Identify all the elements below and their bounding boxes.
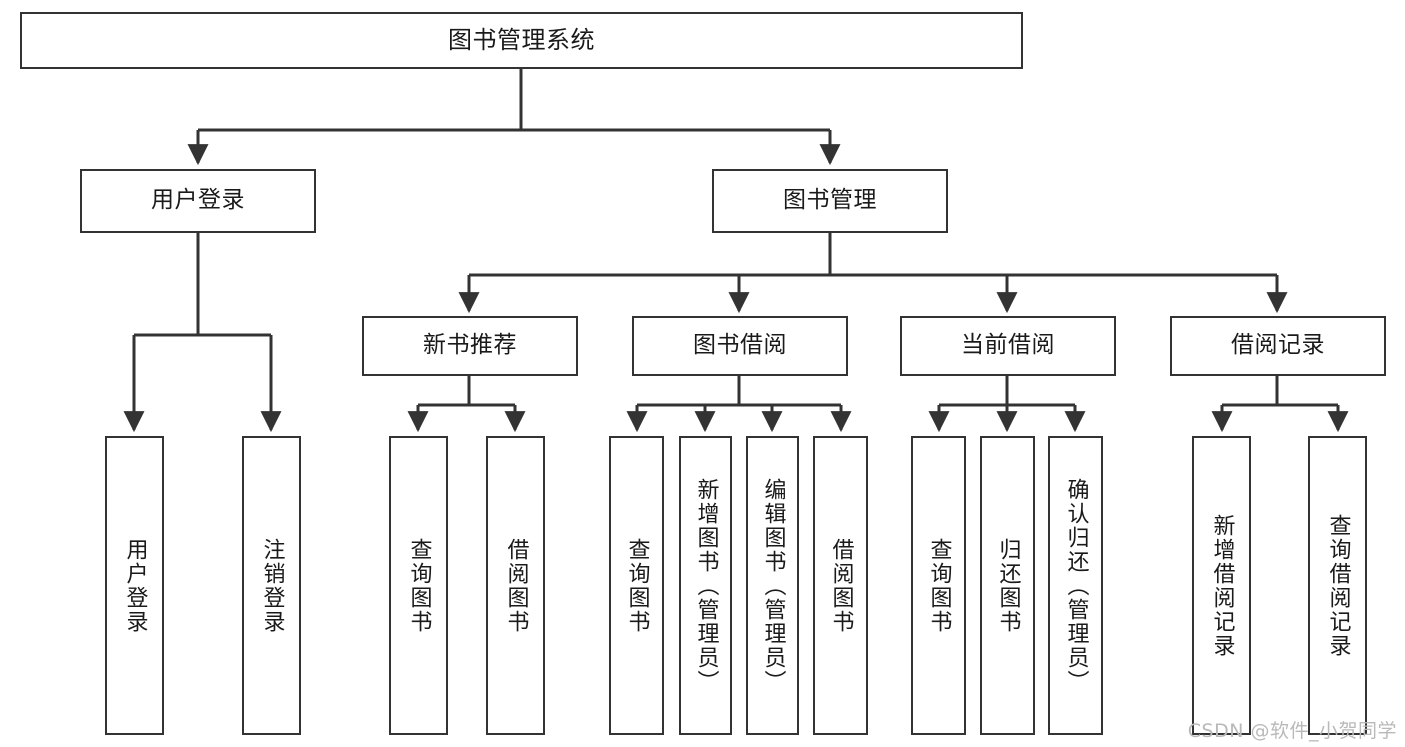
node-new-book-recommend[interactable]: 新书推荐 (362, 316, 578, 376)
node-leaf-user-login[interactable]: 用户登录 (105, 436, 164, 735)
node-leaf-query-book-1-label: 查询图书 (406, 537, 432, 634)
node-book-manage[interactable]: 图书管理 (712, 169, 948, 233)
node-leaf-confirm-return[interactable]: 确认归还（管理员） (1048, 436, 1103, 735)
node-borrow-record-label: 借阅记录 (1231, 332, 1325, 359)
node-leaf-add-record-label: 新增借阅记录 (1209, 513, 1235, 658)
node-leaf-borrow-book-2[interactable]: 借阅图书 (813, 436, 868, 735)
node-leaf-confirm-return-label: 确认归还（管理员） (1063, 477, 1089, 694)
node-leaf-query-book-1[interactable]: 查询图书 (389, 436, 448, 735)
node-leaf-borrow-book-2-label: 借阅图书 (828, 537, 854, 634)
node-new-book-recommend-label: 新书推荐 (423, 332, 517, 359)
node-leaf-return-book[interactable]: 归还图书 (980, 436, 1035, 735)
node-leaf-user-login-label: 用户登录 (122, 537, 148, 634)
node-leaf-query-book-2[interactable]: 查询图书 (609, 436, 664, 735)
node-leaf-query-record[interactable]: 查询借阅记录 (1308, 436, 1367, 735)
node-borrow-record[interactable]: 借阅记录 (1170, 316, 1386, 376)
node-leaf-add-record[interactable]: 新增借阅记录 (1192, 436, 1251, 735)
node-user-login-label: 用户登录 (151, 187, 245, 214)
node-book-manage-label: 图书管理 (783, 187, 877, 214)
node-leaf-user-logout[interactable]: 注销登录 (242, 436, 301, 735)
node-root-label: 图书管理系统 (448, 26, 595, 55)
node-leaf-add-book[interactable]: 新增图书（管理员） (679, 436, 732, 735)
node-current-borrow-label: 当前借阅 (961, 332, 1055, 359)
node-leaf-edit-book-label: 编辑图书（管理员） (760, 477, 786, 694)
watermark: CSDN @软件_小贺同学 (1187, 720, 1397, 742)
node-leaf-return-book-label: 归还图书 (995, 537, 1021, 634)
node-leaf-borrow-book-1-label: 借阅图书 (503, 537, 529, 634)
node-leaf-borrow-book-1[interactable]: 借阅图书 (486, 436, 545, 735)
node-root[interactable]: 图书管理系统 (20, 12, 1023, 69)
node-leaf-add-book-label: 新增图书（管理员） (693, 477, 719, 694)
node-leaf-query-book-3[interactable]: 查询图书 (911, 436, 966, 735)
node-user-login[interactable]: 用户登录 (80, 169, 316, 233)
node-leaf-query-book-2-label: 查询图书 (624, 537, 650, 634)
node-leaf-query-book-3-label: 查询图书 (926, 537, 952, 634)
node-book-borrow[interactable]: 图书借阅 (632, 316, 848, 376)
node-leaf-query-record-label: 查询借阅记录 (1325, 513, 1351, 658)
node-current-borrow[interactable]: 当前借阅 (900, 316, 1116, 376)
node-book-borrow-label: 图书借阅 (693, 332, 787, 359)
node-leaf-user-logout-label: 注销登录 (259, 537, 285, 634)
node-leaf-edit-book[interactable]: 编辑图书（管理员） (746, 436, 799, 735)
